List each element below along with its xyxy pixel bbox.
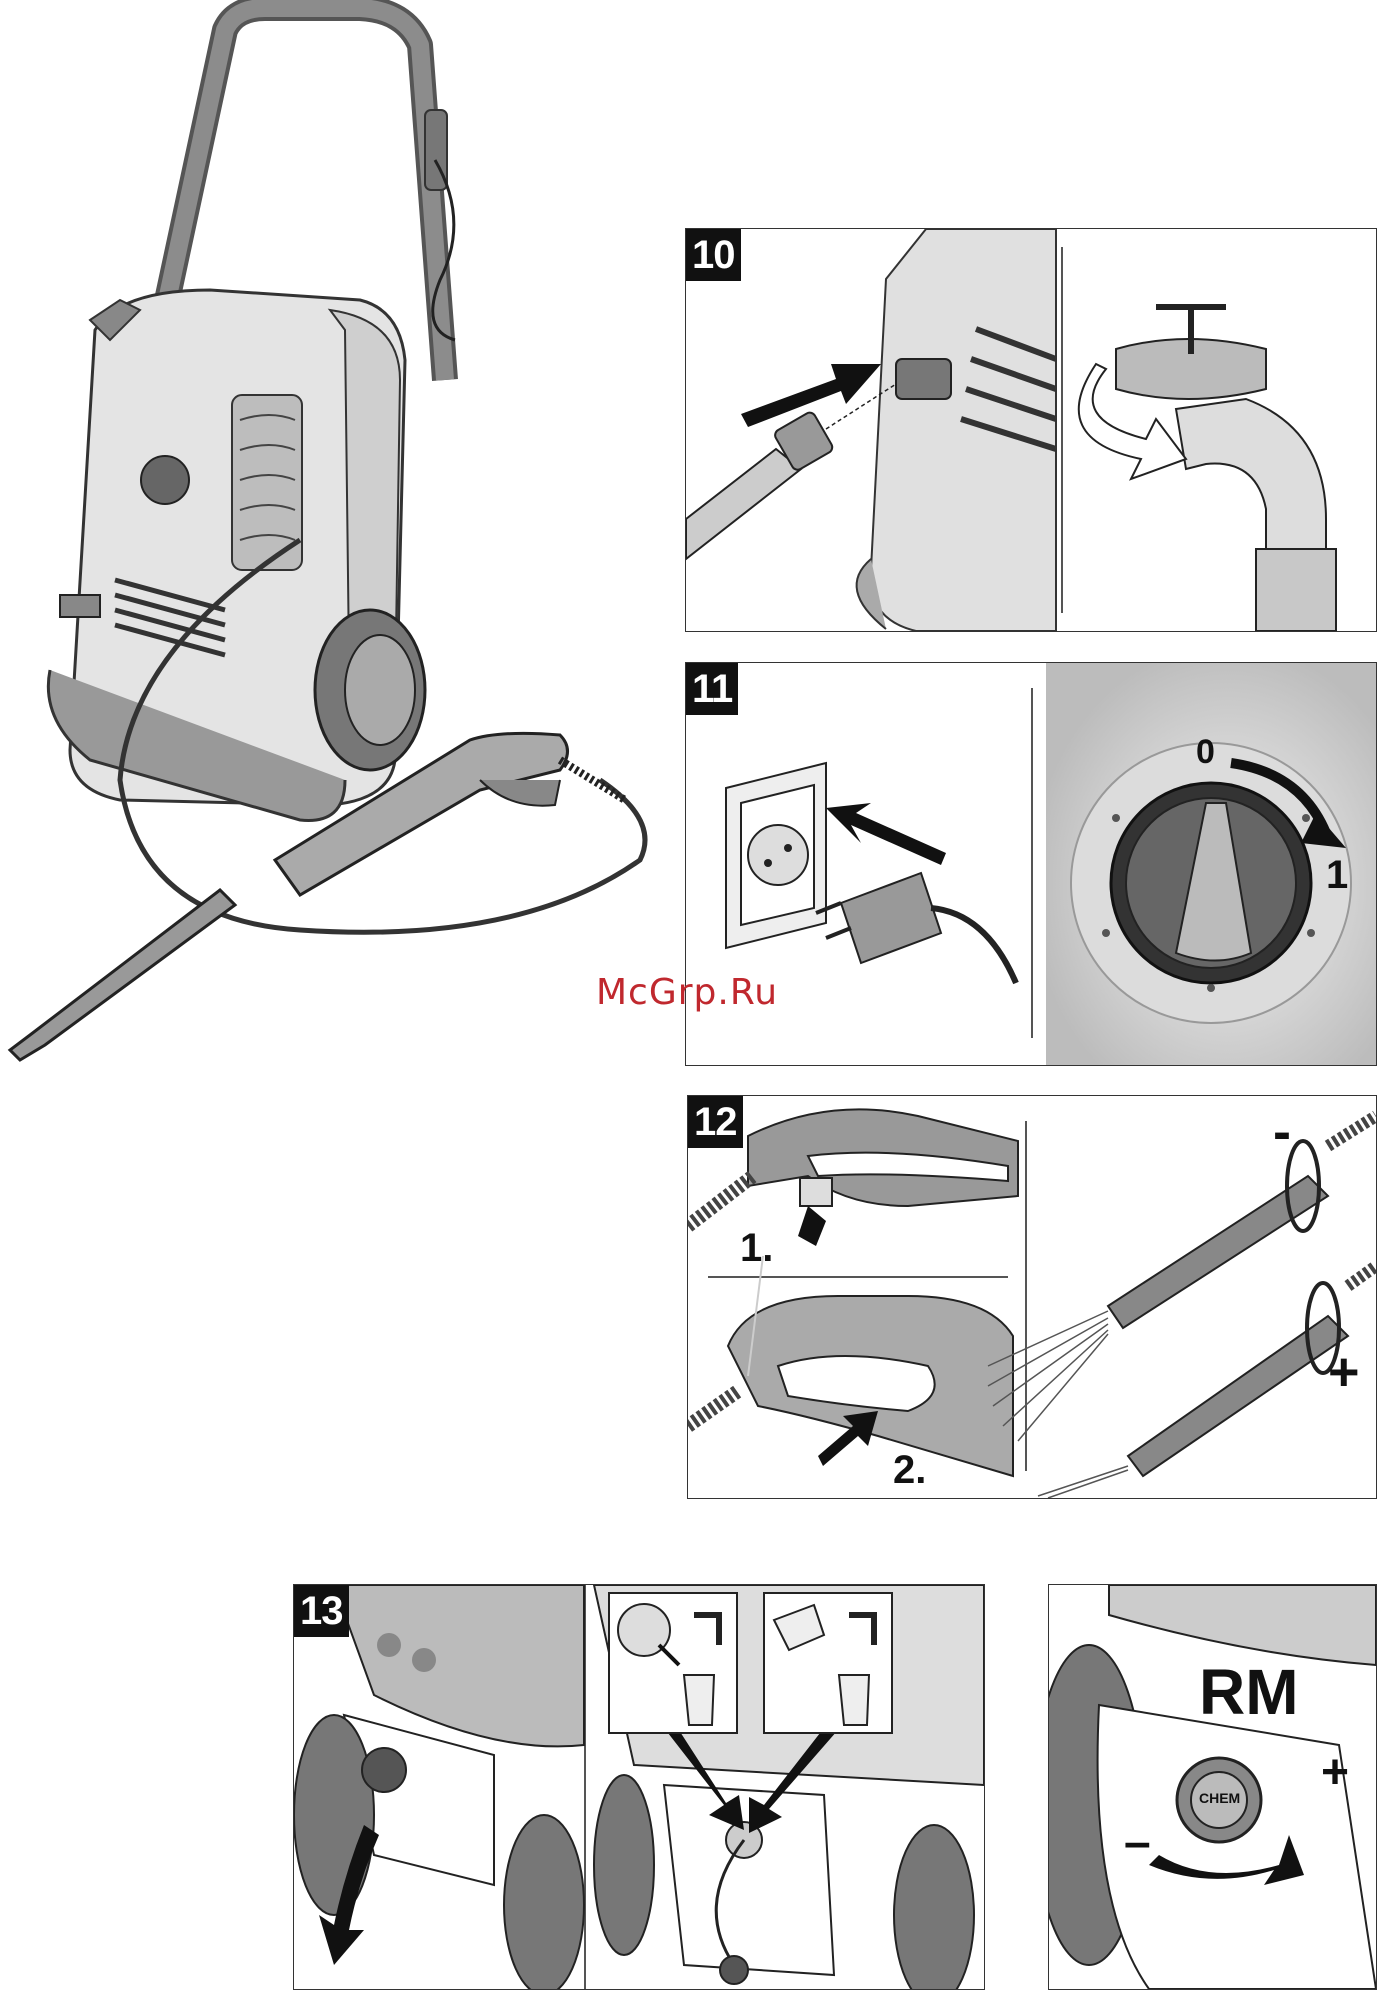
plus-label: + (1321, 1745, 1349, 1800)
chem-label: CHEM (1199, 1790, 1240, 1806)
dial-off-label: 0 (1196, 733, 1215, 772)
spray-gun-icon (688, 1109, 1018, 1246)
figure-13-right-panel: RM CHEM – + (1048, 1584, 1377, 1990)
plus-label: + (1328, 1341, 1360, 1403)
figure-number: 13 (294, 1585, 349, 1637)
minus-label: – (1124, 1815, 1151, 1870)
step-1-label: 1. (740, 1226, 773, 1271)
rm-label: RM (1199, 1655, 1299, 1729)
figure-13-panel: 13 13 (293, 1584, 985, 1990)
nozzle-icon (988, 1116, 1376, 1498)
figure-12-panel: 12 1. 2. - + (687, 1095, 1377, 1499)
step-2-label: 2. (893, 1448, 926, 1493)
power-socket-icon (726, 763, 826, 948)
rotary-dial-icon (1071, 743, 1351, 1023)
figure-11-panel: 11 (685, 662, 1377, 1066)
dial-on-label: 1 (1326, 853, 1348, 898)
figure-10-panel: 10 (685, 228, 1377, 632)
hose-connector-icon (896, 359, 951, 399)
pressure-washer-illustration (0, 0, 660, 1070)
water-tap-icon (1079, 307, 1336, 631)
minus-label: - (1273, 1101, 1291, 1163)
power-plug-icon (816, 873, 1016, 983)
watermark: McGrp.Ru (596, 972, 778, 1013)
